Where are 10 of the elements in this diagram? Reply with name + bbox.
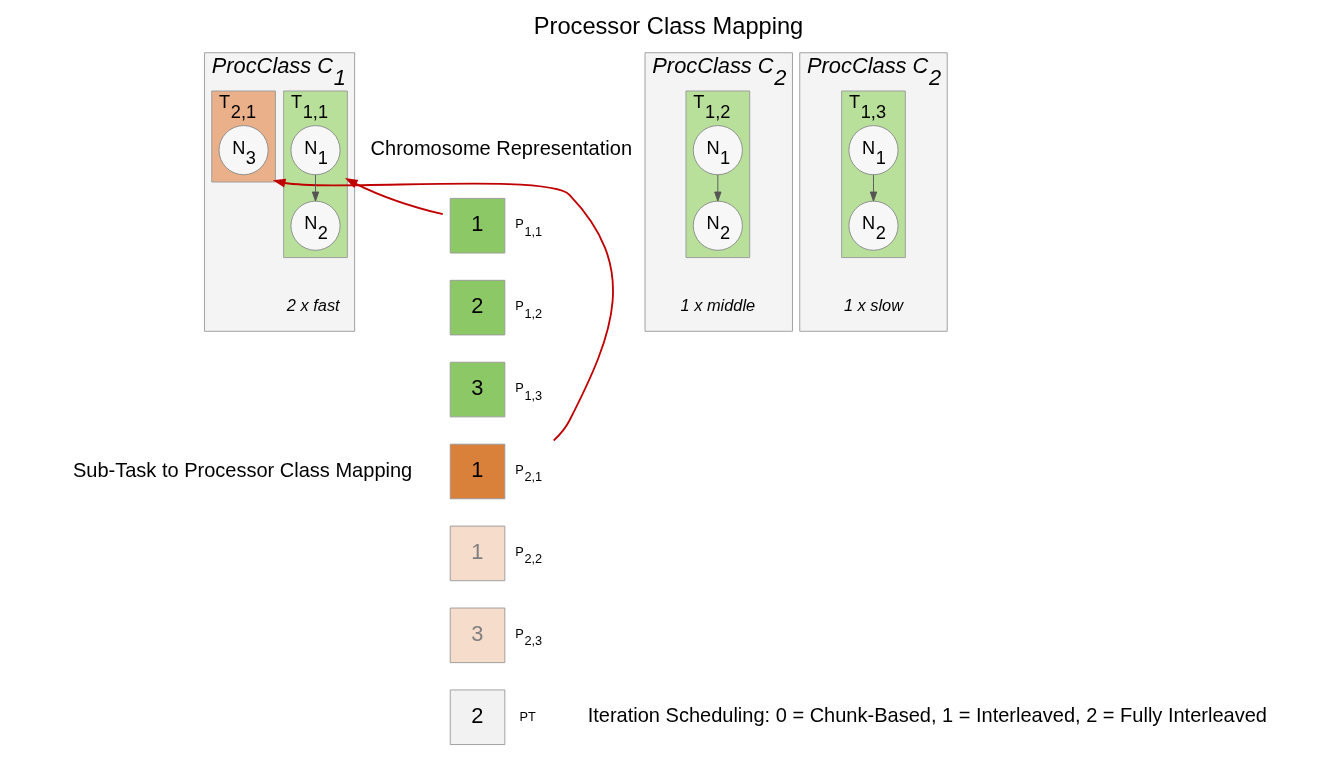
label: Chromosome Representation xyxy=(370,137,632,160)
label: Iteration Scheduling: 0 = Chunk-Based, 1 = Interleaved, 2 = Fully Interleaved xyxy=(587,704,1267,727)
node-label: PT xyxy=(518,708,536,724)
arrow xyxy=(344,178,444,216)
arrow xyxy=(272,178,614,442)
arrow xyxy=(713,174,721,202)
arrow xyxy=(311,174,319,202)
arrow xyxy=(869,174,877,202)
diagram-title: Processor Class Mapping xyxy=(533,13,803,40)
label: Sub-Task to Processor Class Mapping xyxy=(72,458,412,481)
